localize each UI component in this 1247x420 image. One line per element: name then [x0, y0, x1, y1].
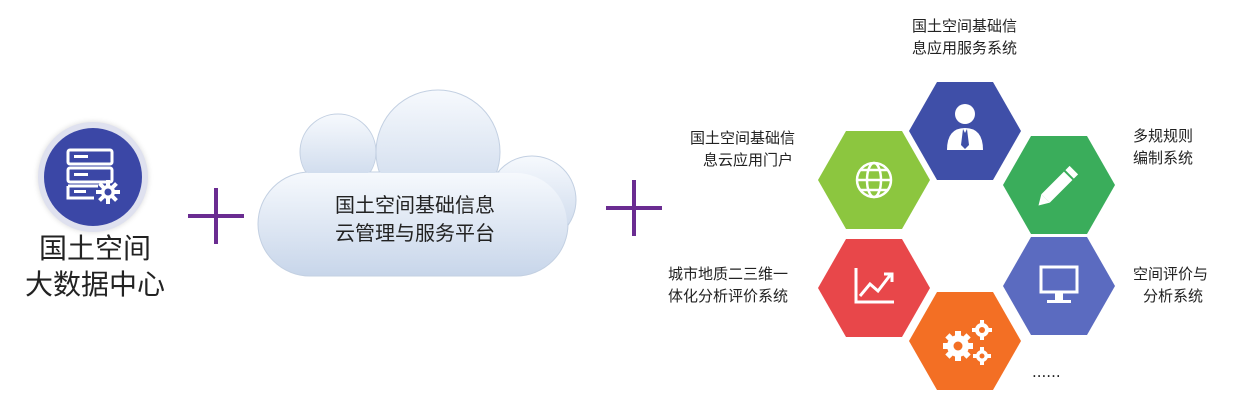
hex-bottom-right	[1003, 237, 1115, 335]
datacenter-circle	[38, 122, 148, 232]
gears-icon	[943, 320, 992, 365]
hex-top-right	[1003, 136, 1115, 234]
caption-bottom-left-line1: 城市地质二三维一	[668, 265, 789, 283]
monitor-icon	[1039, 265, 1079, 303]
caption-bottom-right-line2: 分析系统	[1143, 287, 1204, 305]
caption-bottom-ellipsis: ......	[1032, 363, 1061, 381]
caption-top-line2: 息应用服务系统	[912, 39, 1018, 57]
user-icon	[947, 104, 983, 150]
chart-icon	[854, 268, 894, 304]
caption-bottom-left-line2: 体化分析评价系统	[668, 287, 789, 305]
hex-bottom	[909, 292, 1021, 390]
caption-top-right-line1: 多规规则	[1133, 127, 1194, 145]
cloud-label-line1: 国土空间基础信息	[335, 193, 495, 217]
hex-top	[909, 82, 1021, 180]
globe-icon	[855, 161, 893, 199]
caption-top-left-line1: 国土空间基础信	[690, 129, 796, 147]
caption-top-left-line2: 息云应用门户	[703, 151, 794, 169]
cloud-shape	[257, 89, 577, 277]
pencil-icon	[1038, 165, 1079, 206]
plus-sign	[606, 180, 662, 236]
caption-top-right-line2: 编制系统	[1133, 149, 1194, 167]
server-gear-icon	[66, 148, 120, 204]
plus-sign	[188, 188, 244, 244]
caption-bottom-right-line1: 空间评价与	[1133, 265, 1209, 283]
cloud-label-line2: 云管理与服务平台	[335, 221, 495, 245]
hex-top-left	[818, 131, 930, 229]
caption-top-line1: 国土空间基础信	[912, 17, 1018, 35]
datacenter-label-line2: 大数据中心	[24, 268, 165, 301]
datacenter-label-line1: 国土空间	[38, 232, 151, 265]
hex-bottom-left	[818, 239, 930, 337]
